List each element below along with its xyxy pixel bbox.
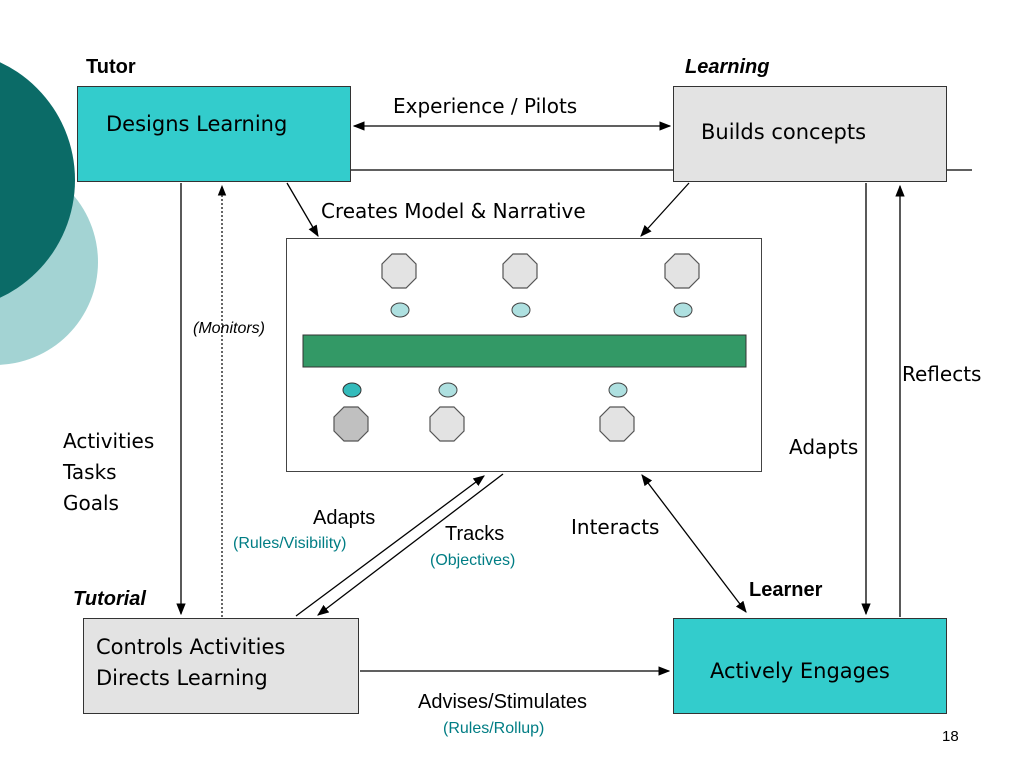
interacts-arrow xyxy=(641,474,747,613)
builds-concepts-text: Builds concepts xyxy=(701,120,867,144)
octagon-node xyxy=(502,253,538,289)
dark-teal-circle xyxy=(0,62,75,298)
activities-label: Activities xyxy=(63,429,155,453)
designs-learning-text: Designs Learning xyxy=(106,112,288,136)
ellipse-node xyxy=(608,382,628,398)
octagon-node-active xyxy=(333,406,369,442)
ellipse-node xyxy=(673,302,693,318)
goals-label: Goals xyxy=(63,491,119,515)
advises-label: Advises/Stimulates xyxy=(418,691,587,713)
role-learner: Learner xyxy=(749,579,823,601)
octagon-node xyxy=(664,253,700,289)
ellipse-node xyxy=(511,302,531,318)
octagon-node xyxy=(429,406,465,442)
octagon-node xyxy=(381,253,417,289)
reflects-label: Reflects xyxy=(902,362,982,386)
role-learning: Learning xyxy=(685,56,770,78)
monitors-label: (Monitors) xyxy=(193,320,266,337)
objectives-label: (Objectives) xyxy=(430,552,516,569)
adapts-center-arrow xyxy=(295,475,485,617)
actively-engages-box: Actively Engages xyxy=(673,618,947,714)
rules-visibility-label: (Rules/Visibility) xyxy=(233,535,347,552)
actively-engages-text: Actively Engages xyxy=(710,659,890,683)
controls-activities-box: Controls Activities Directs Learning xyxy=(83,618,359,714)
tasks-label: Tasks xyxy=(63,460,117,484)
experience-pilots-label: Experience / Pilots xyxy=(393,94,578,118)
tracks-arrow xyxy=(317,473,504,616)
directs-learning-text: Directs Learning xyxy=(96,666,268,690)
ellipse-node xyxy=(390,302,410,318)
role-tutorial: Tutorial xyxy=(73,588,146,610)
interacts-label: Interacts xyxy=(571,515,660,539)
role-tutor: Tutor xyxy=(86,56,136,78)
adapts-right-label: Adapts xyxy=(789,435,859,459)
creates-left-arrow xyxy=(286,182,319,238)
ellipse-node-active xyxy=(342,382,362,398)
slide-number: 18 xyxy=(942,728,959,745)
controls-activities-text: Controls Activities xyxy=(96,635,286,659)
builds-concepts-box: Builds concepts xyxy=(673,86,947,182)
tracks-label: Tracks xyxy=(445,523,505,545)
ellipse-node xyxy=(438,382,458,398)
rules-rollup-label: (Rules/Rollup) xyxy=(443,720,545,737)
octagon-node xyxy=(599,406,635,442)
designs-learning-box: Designs Learning xyxy=(77,86,351,182)
green-bar xyxy=(302,334,747,368)
creates-model-label: Creates Model & Narrative xyxy=(321,199,586,223)
creates-right-arrow xyxy=(640,182,690,237)
adapts-center-label: Adapts xyxy=(313,507,376,529)
